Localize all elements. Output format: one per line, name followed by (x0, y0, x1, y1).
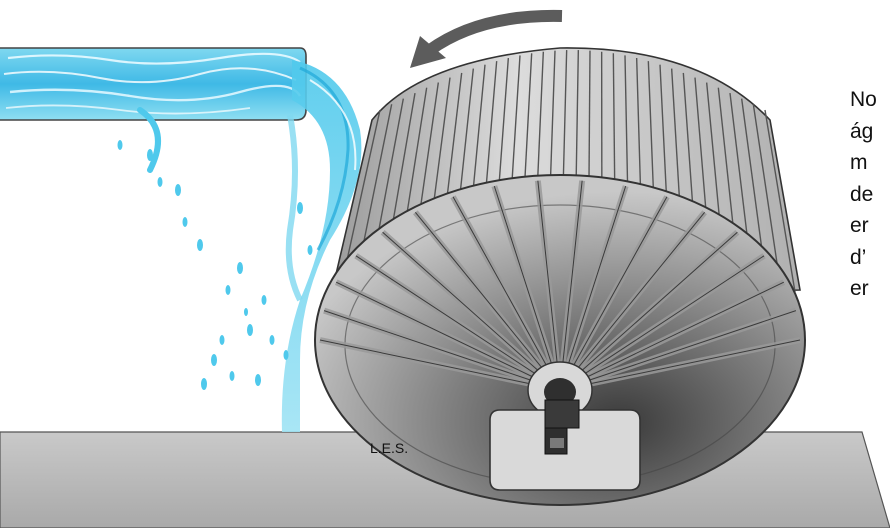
wheel-spoke-edge (559, 180, 583, 391)
side-text-fragment: No ág m de er d’ er (850, 84, 890, 305)
wheel-spoke-edge (559, 185, 627, 391)
side-text-line: er (850, 214, 869, 237)
drum-slat (752, 104, 782, 292)
wheel-spoke-edge (335, 281, 561, 391)
wheel-spoke-edge (559, 281, 785, 391)
wheel-spoke-edge (319, 339, 561, 391)
curved-arrow-counterclockwise-icon (410, 9, 563, 68)
side-text-line: d’ (850, 245, 867, 269)
water-droplets (117, 140, 313, 390)
wheel-spoke-edge (323, 310, 561, 391)
drum-slat (764, 109, 796, 293)
wheel-spoke-edge (559, 339, 801, 391)
bearing-block (489, 399, 641, 491)
side-text-line: de (850, 182, 874, 206)
wheel-spoke-edge (559, 196, 668, 391)
les-label: L.E.S. (370, 440, 409, 456)
wheel-spoke-edge (559, 310, 797, 391)
wheel-spoke-edge (382, 231, 561, 391)
wheel-spoke-edge (414, 212, 561, 391)
wheel-face (314, 174, 806, 506)
falling-water (137, 60, 362, 432)
wheel-spoke-edge (537, 180, 561, 391)
side-text-line: ág (850, 119, 874, 143)
wheel-spoke-edge (559, 255, 765, 391)
water-pipe (0, 47, 307, 121)
wheel-spoke-edge (559, 212, 706, 391)
wheel-spoke-edge (355, 255, 561, 391)
side-text-line: er (850, 277, 869, 300)
side-text-line: No (850, 88, 877, 111)
side-text-line: m (850, 151, 868, 174)
wheel-spoke-edge (493, 185, 561, 391)
wheel-spoke-edge (559, 231, 738, 391)
wheel-spoke-edge (452, 196, 561, 391)
